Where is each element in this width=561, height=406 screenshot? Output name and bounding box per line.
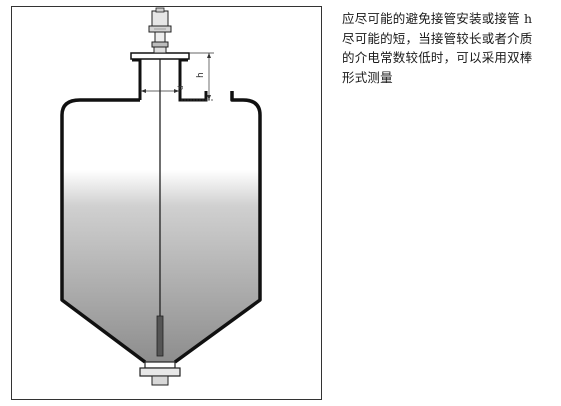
radar-transmitter-icon <box>148 7 172 54</box>
caption-line-2: 尽可能的短，当接管较长或者介质 <box>342 30 533 46</box>
probe-weight <box>156 315 164 357</box>
tank-installation-diagram: h d <box>11 6 322 400</box>
dimension-h-label: h <box>196 72 206 78</box>
caption-line-3: 的介电常数较低时，可以采用双棒 <box>342 50 533 65</box>
dimension-h <box>181 52 214 101</box>
figure-frame <box>11 6 322 400</box>
top-flange <box>130 52 190 60</box>
dimension-d <box>140 89 180 93</box>
nozzle-right-wall <box>178 58 208 102</box>
caption-line-4: 形式测量 <box>342 69 393 85</box>
bottom-outlet <box>139 361 181 386</box>
tank-outline-right <box>173 91 262 364</box>
caption-line-1: 应尽可能的避免接管安装或接管 h <box>342 11 533 26</box>
installation-note: 应尽可能的避免接管安装或接管 h 尽可能的短，当接管较长或者介质 的介电常数较低… <box>342 9 554 87</box>
tank-outline <box>60 98 147 364</box>
nozzle-left-wall <box>132 58 142 100</box>
dimension-d-label: d <box>177 86 185 90</box>
